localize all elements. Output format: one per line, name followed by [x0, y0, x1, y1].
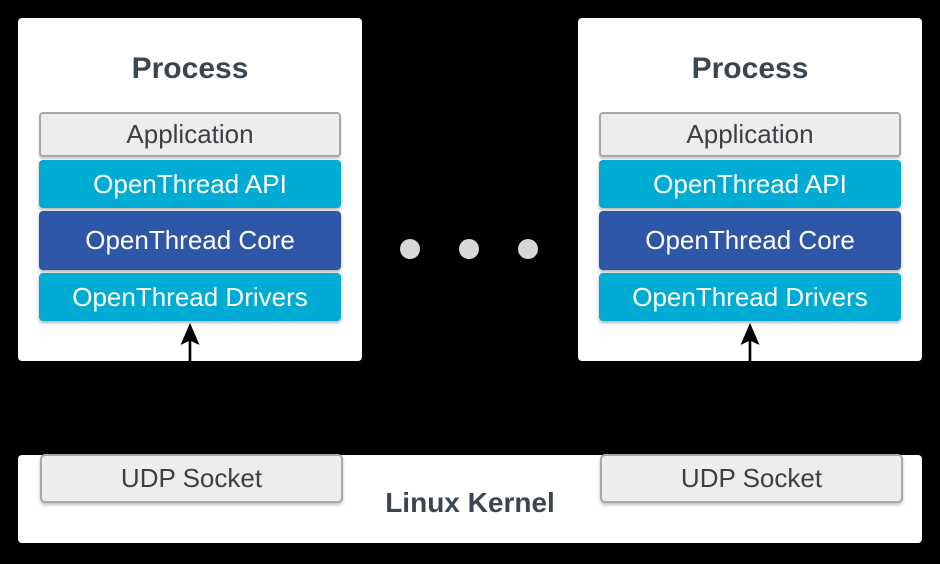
process-box-left: Process Application OpenThread API OpenT… [18, 18, 362, 361]
layer-openthread-api: OpenThread API [599, 160, 901, 208]
layer-openthread-core: OpenThread Core [599, 211, 901, 270]
ellipsis-dot [518, 239, 538, 259]
layer-openthread-core: OpenThread Core [39, 211, 341, 270]
udp-socket-left: UDP Socket [40, 454, 343, 503]
layer-application: Application [39, 112, 341, 157]
ellipsis-dot [400, 239, 420, 259]
layer-openthread-api: OpenThread API [39, 160, 341, 208]
process-box-right: Process Application OpenThread API OpenT… [578, 18, 922, 361]
linux-kernel-label: Linux Kernel [385, 487, 555, 518]
layer-application: Application [599, 112, 901, 157]
up-arrow-icon [180, 323, 200, 361]
ellipsis-dot [459, 239, 479, 259]
layer-openthread-drivers: OpenThread Drivers [39, 273, 341, 321]
ellipsis-dots [400, 239, 538, 259]
up-arrow-icon [740, 323, 760, 361]
layer-openthread-drivers: OpenThread Drivers [599, 273, 901, 321]
udp-socket-right: UDP Socket [600, 454, 903, 503]
process-title: Process [691, 52, 809, 85]
process-title: Process [131, 52, 249, 85]
linux-kernel-box: Linux Kernel UDP Socket UDP Socket [18, 454, 922, 543]
